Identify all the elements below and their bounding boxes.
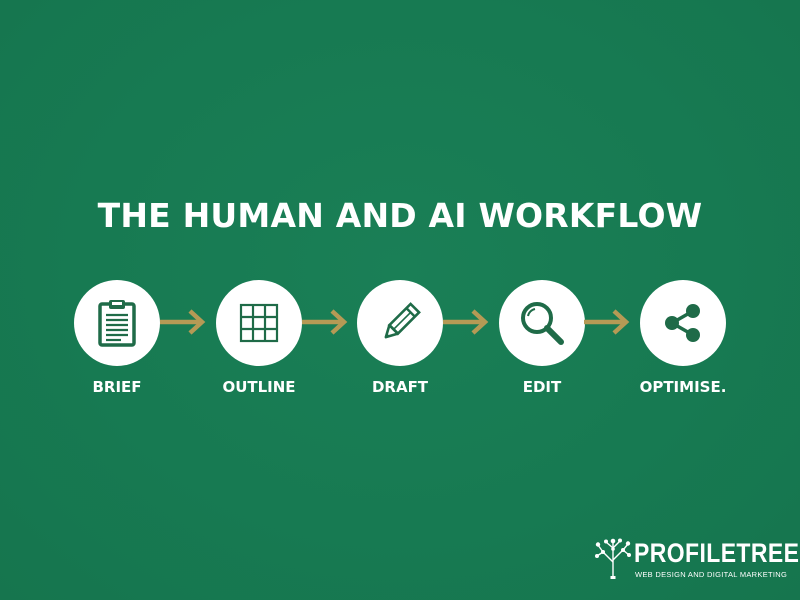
arrow-right-icon bbox=[302, 309, 348, 335]
page-title: THE HUMAN AND AI WORKFLOW bbox=[97, 196, 703, 235]
pencil-icon bbox=[384, 302, 421, 339]
arrow-right-icon bbox=[160, 309, 206, 335]
magnifier-icon bbox=[521, 302, 564, 345]
step-edit-node bbox=[499, 280, 585, 366]
share-icon bbox=[665, 304, 700, 342]
step-label-brief: BRIEF bbox=[92, 378, 142, 396]
grid-icon bbox=[239, 303, 279, 343]
tree-logo-icon bbox=[595, 538, 631, 579]
step-optimise-node bbox=[640, 280, 726, 366]
step-brief-node bbox=[74, 280, 160, 366]
step-label-outline: OUTLINE bbox=[222, 378, 296, 396]
step-draft-node bbox=[357, 280, 443, 366]
profiletree-logo: PROFILETREE WEB DESIGN AND DIGITAL MARKE… bbox=[594, 536, 799, 584]
clipboard-icon bbox=[98, 300, 136, 347]
arrow-right-icon bbox=[584, 309, 630, 335]
step-label-optimise: OPTIMISE. bbox=[639, 378, 727, 396]
step-label-draft: DRAFT bbox=[371, 378, 429, 396]
step-label-edit: EDIT bbox=[522, 378, 562, 396]
logo-tagline: WEB DESIGN AND DIGITAL MARKETING bbox=[635, 570, 788, 579]
arrow-right-icon bbox=[443, 309, 489, 335]
logo-name: PROFILETREE bbox=[634, 538, 800, 568]
step-outline-node bbox=[216, 280, 302, 366]
